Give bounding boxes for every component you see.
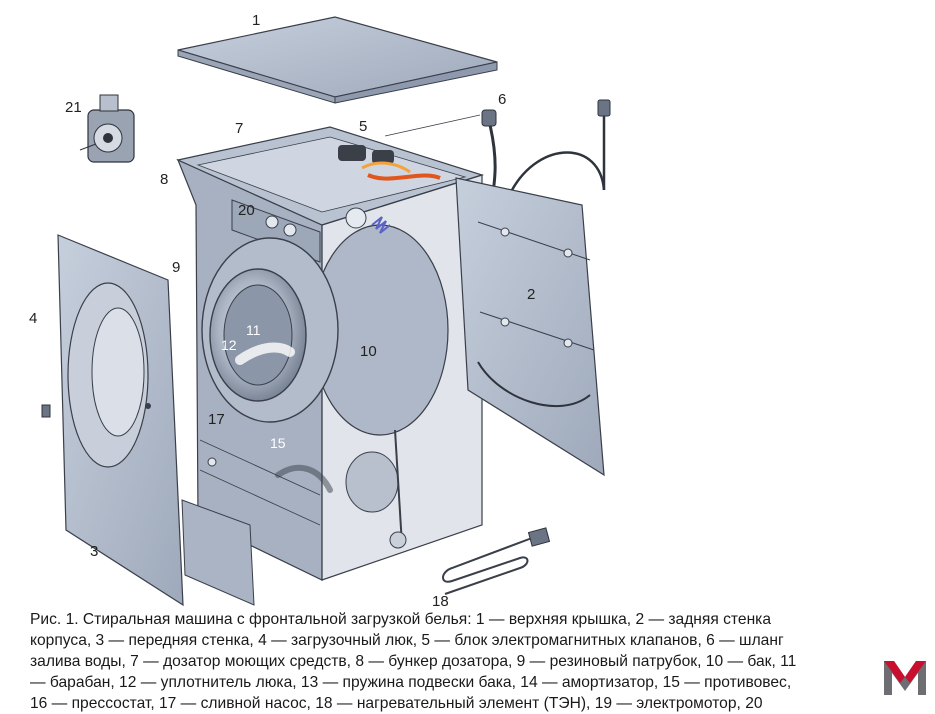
caption-line-5: 16 — прессостат, 17 — сливной насос, 18 … (30, 695, 763, 712)
caption-line-2: корпуса, 3 — передняя стенка, 4 — загруз… (30, 632, 784, 649)
label-2: 2 (527, 286, 535, 303)
label-8: 8 (160, 171, 168, 188)
label-11: 11 (246, 322, 261, 338)
front-panel (41, 234, 184, 607)
label-4: 4 (29, 310, 37, 327)
top-cover (177, 16, 498, 104)
bottom-motor (275, 429, 407, 549)
caption-line-1: Рис. 1. Стиральная машина с фронтальной … (30, 611, 772, 628)
label-21: 21 (65, 99, 82, 116)
label-18: 18 (432, 593, 449, 610)
label-12: 12 (221, 337, 237, 353)
label-3: 3 (90, 543, 98, 560)
motor-component (79, 94, 135, 163)
label-15: 15 (270, 435, 286, 451)
washing-machine-exploded-diagram: 1 2 3 4 5 6 7 8 9 10 11 12 15 17 18 20 2… (29, 12, 611, 610)
label-1: 1 (252, 12, 260, 29)
label-17: 17 (208, 411, 225, 428)
label-6: 6 (498, 91, 506, 108)
valve-block (338, 114, 481, 181)
label-7: 7 (235, 120, 243, 137)
heating-element (442, 527, 551, 595)
label-9: 9 (172, 259, 180, 276)
label-5: 5 (359, 118, 367, 135)
caption-line-4: — барабан, 12 — уплотнитель люка, 13 — п… (30, 674, 792, 691)
plinth-strip (181, 499, 255, 606)
inlet-hose (481, 99, 611, 201)
figure-caption: Рис. 1. Стиральная машина с фронтальной … (30, 609, 910, 712)
label-10: 10 (360, 343, 377, 360)
label-20: 20 (238, 202, 255, 219)
back-panel (455, 177, 605, 477)
drum-tub-assembly (201, 207, 449, 436)
m-logo-icon (880, 655, 930, 699)
caption-line-3: залива воды, 7 — дозатор моющих средств,… (30, 653, 797, 670)
